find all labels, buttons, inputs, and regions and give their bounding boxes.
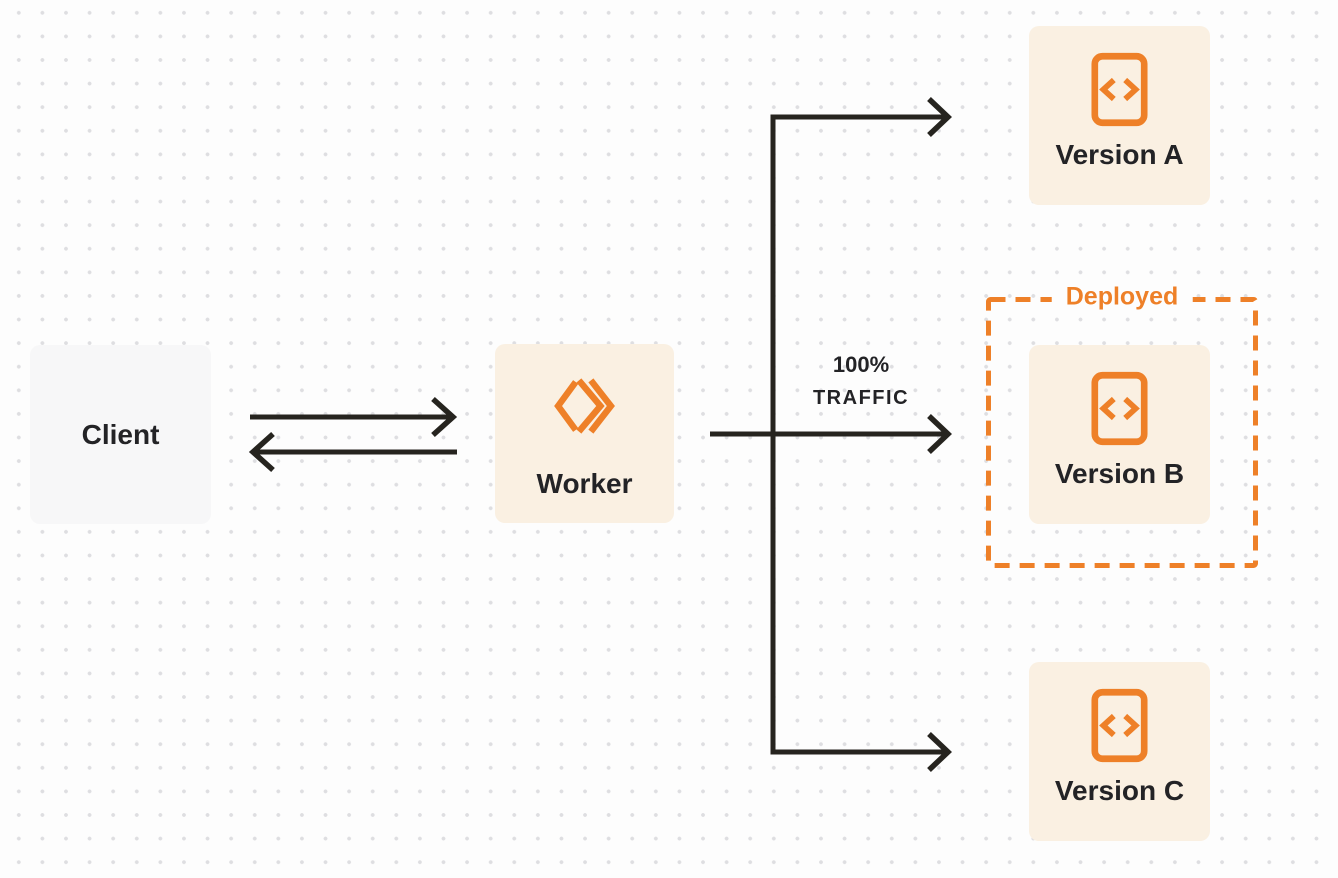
version-a-label: Version A	[1055, 139, 1184, 170]
code-file-icon	[1091, 371, 1148, 446]
fanout-trunk-line	[770, 114, 946, 755]
code-file-icon	[1091, 688, 1148, 763]
worker-to-version-b-arrowhead-icon	[927, 414, 952, 454]
deployed-frame: Deployed	[986, 282, 1258, 568]
to-version-c-arrowhead-icon	[927, 732, 952, 772]
worker-to-client-arrowhead-icon	[248, 431, 275, 473]
deployed-badge: Deployed	[1051, 282, 1193, 312]
code-file-icon	[1091, 52, 1148, 127]
version-b-label: Version B	[1054, 458, 1185, 489]
to-version-a-arrowhead-icon	[927, 97, 952, 137]
version-c-label: Version C	[1054, 775, 1185, 806]
worker-label: Worker	[536, 468, 633, 499]
traffic-word: TRAFFIC	[812, 387, 910, 409]
version-a-node: Version A	[1029, 26, 1210, 205]
client-label: Client	[81, 418, 160, 450]
worker-icon	[554, 378, 615, 434]
client-node: Client	[30, 345, 211, 524]
traffic-label: 100% TRAFFIC	[768, 352, 954, 410]
worker-node: Worker	[495, 344, 674, 523]
client-to-worker-arrowhead-icon	[431, 396, 458, 438]
traffic-percent: 100%	[832, 352, 890, 377]
version-b-node: Version B	[1029, 345, 1210, 524]
version-c-node: Version C	[1029, 662, 1210, 841]
